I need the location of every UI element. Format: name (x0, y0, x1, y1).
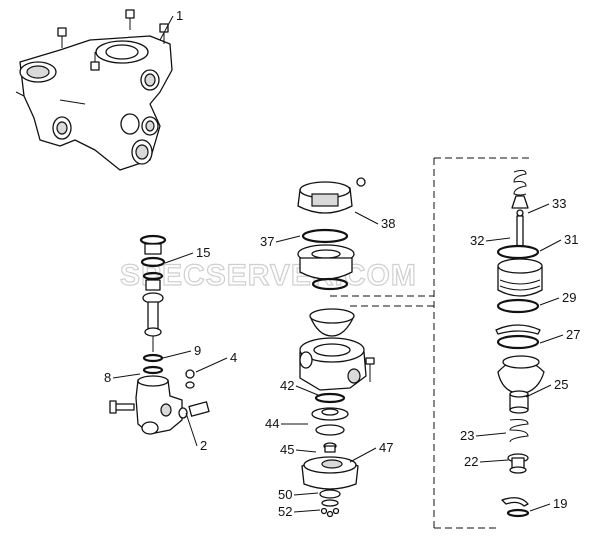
leader-line-32 (485, 237, 511, 242)
leader-line-23 (475, 432, 507, 437)
callout-44: 44 (265, 416, 279, 431)
leader-line-9 (162, 350, 192, 359)
callout-1: 1 (176, 8, 183, 23)
callout-15: 15 (196, 245, 210, 260)
leader-line-27 (539, 334, 564, 344)
leader-line-45 (295, 449, 317, 453)
leader-line-42 (295, 385, 319, 396)
leader-line-19 (529, 503, 551, 512)
callout-37: 37 (260, 234, 274, 249)
leader-line-1 (159, 15, 174, 41)
leader-line-52 (293, 509, 321, 513)
leader-line-8 (112, 373, 141, 379)
center-stack (297, 177, 375, 518)
callout-52: 52 (278, 504, 292, 519)
callout-19: 19 (553, 496, 567, 511)
watermark: SPECSERVER.COM (120, 259, 417, 292)
callout-8: 8 (104, 370, 111, 385)
callout-23: 23 (460, 428, 474, 443)
leader-line-33 (527, 203, 550, 214)
callout-38: 38 (381, 216, 395, 231)
leader-line-50 (293, 492, 319, 496)
left-stack (109, 234, 210, 435)
callout-32: 32 (470, 233, 484, 248)
leader-line-38 (354, 211, 379, 225)
callout-29: 29 (562, 290, 576, 305)
assembly-boundary (330, 157, 530, 529)
callout-27: 27 (566, 327, 580, 342)
leader-line-29 (539, 297, 560, 306)
right-stack (495, 169, 545, 518)
callout-2: 2 (200, 438, 207, 453)
callout-47: 47 (379, 440, 393, 455)
callout-31: 31 (564, 232, 578, 247)
leader-line-4 (195, 357, 228, 373)
leader-line-31 (539, 239, 562, 252)
leader-line-15 (164, 252, 194, 264)
callout-50: 50 (278, 487, 292, 502)
callout-42: 42 (280, 378, 294, 393)
callout-22: 22 (464, 454, 478, 469)
leader-line-37 (275, 235, 301, 243)
callout-9: 9 (194, 343, 201, 358)
callout-25: 25 (554, 377, 568, 392)
valve-housing (15, 9, 173, 171)
leader-line-25 (525, 384, 552, 398)
callout-45: 45 (280, 442, 294, 457)
leader-line-22 (479, 459, 509, 463)
callout-33: 33 (552, 196, 566, 211)
leader-line-47 (349, 447, 377, 463)
leader-line-2 (185, 412, 198, 447)
callout-4: 4 (230, 350, 237, 365)
